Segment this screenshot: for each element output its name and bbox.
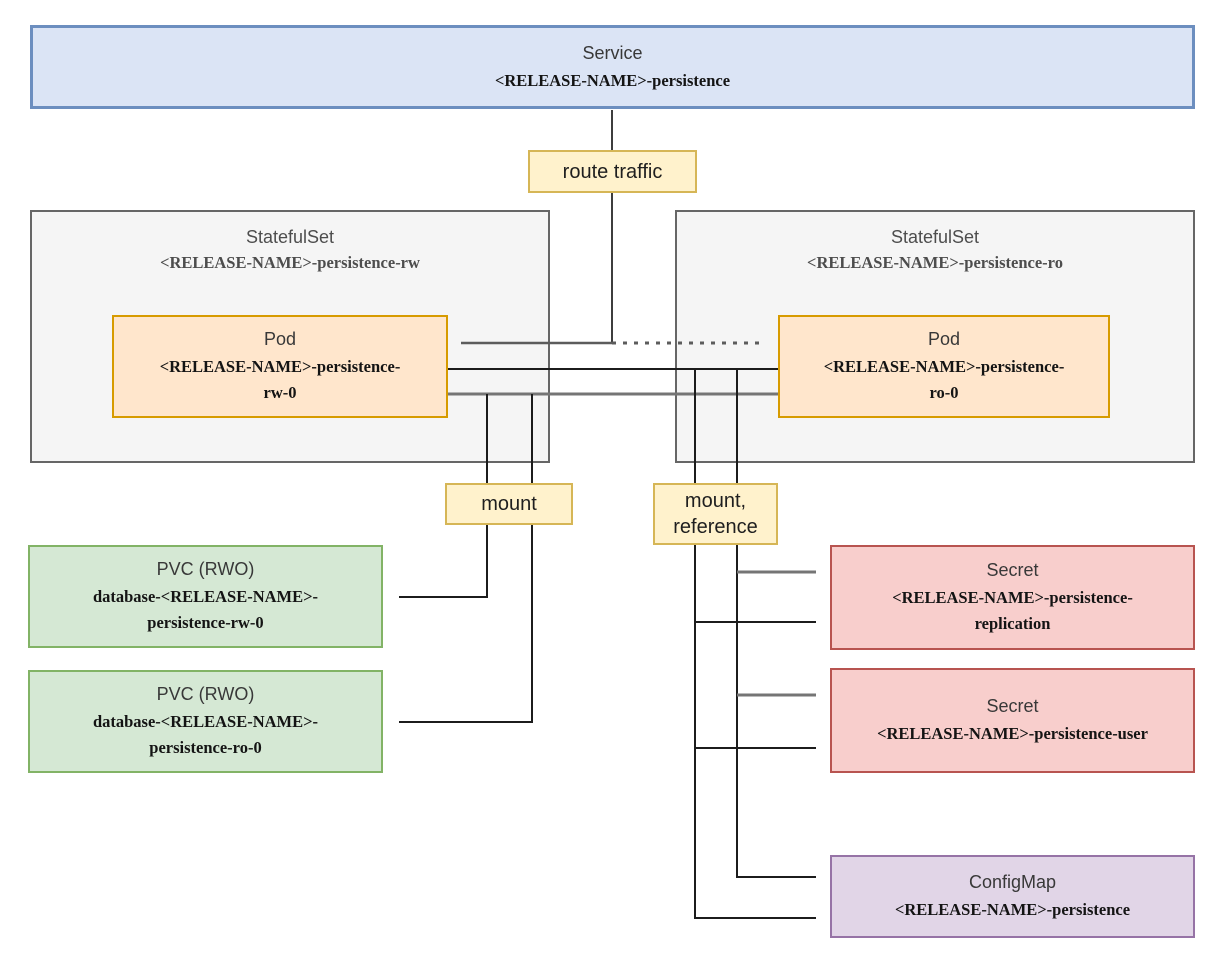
node-pod-rw: Pod <RELEASE-NAME>-persistence- rw-0 [112, 315, 448, 418]
edge-label-route-traffic: route traffic [528, 150, 697, 193]
node-pvc-rw: PVC (RWO) database-<RELEASE-NAME>- persi… [28, 545, 383, 648]
node-secret-user: Secret <RELEASE-NAME>-persistence-user [830, 668, 1195, 773]
secret-replication-name: <RELEASE-NAME>-persistence- replication [892, 588, 1133, 633]
edge-mount-pvc-rw [399, 394, 488, 598]
pvc-ro-title: PVC (RWO) [156, 684, 255, 704]
configmap-name: <RELEASE-NAME>-persistence [894, 900, 1131, 919]
configmap-title: ConfigMap [968, 872, 1057, 892]
node-secret-replication: Secret <RELEASE-NAME>-persistence- repli… [830, 545, 1195, 650]
node-pvc-ro: PVC (RWO) database-<RELEASE-NAME>- persi… [28, 670, 383, 773]
statefulset-ro-title: StatefulSet [890, 227, 980, 247]
edge-mount-pvc-ro [399, 394, 533, 723]
secret-replication-title: Secret [986, 560, 1039, 580]
service-title: Service [582, 42, 643, 63]
secret-user-name: <RELEASE-NAME>-persistence-user [877, 724, 1148, 743]
statefulset-ro-name: <RELEASE-NAME>-persistence-ro [807, 253, 1063, 272]
node-pod-ro: Pod <RELEASE-NAME>-persistence- ro-0 [778, 315, 1110, 418]
pod-ro-title: Pod [927, 329, 961, 349]
pvc-rw-title: PVC (RWO) [156, 559, 255, 579]
statefulset-rw-title: StatefulSet [245, 227, 335, 247]
node-configmap: ConfigMap <RELEASE-NAME>-persistence [830, 855, 1195, 938]
pod-rw-title: Pod [263, 329, 297, 349]
pvc-ro-name: database-<RELEASE-NAME>- persistence-ro-… [92, 712, 319, 757]
secret-user-title: Secret [986, 696, 1039, 716]
pod-rw-name: <RELEASE-NAME>-persistence- rw-0 [159, 357, 401, 402]
pod-ro-name: <RELEASE-NAME>-persistence- ro-0 [823, 357, 1065, 402]
edge-label-mount-reference: mount, reference [653, 483, 778, 545]
statefulset-rw-name: <RELEASE-NAME>-persistence-rw [160, 253, 420, 272]
edge-label-mount: mount [445, 483, 573, 525]
pvc-rw-name: database-<RELEASE-NAME>- persistence-rw-… [92, 587, 319, 632]
edge-trunk-left-to-configmap [694, 369, 816, 919]
service-name: <RELEASE-NAME>-persistence [494, 70, 731, 90]
node-service: Service <RELEASE-NAME>-persistence [30, 25, 1195, 109]
